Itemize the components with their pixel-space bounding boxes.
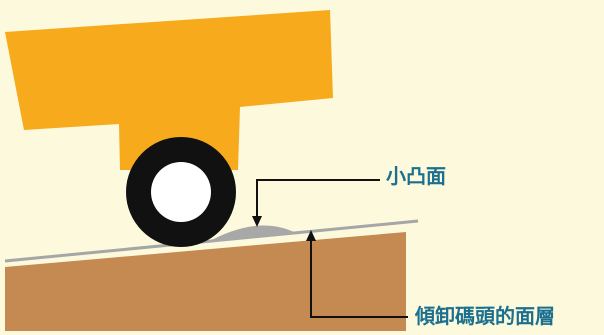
bump-label: 小凸面 <box>386 164 446 188</box>
ramp-surface-label: 傾卸碼頭的面層 <box>415 304 555 328</box>
ramp-leader-line <box>310 238 408 318</box>
wheel-hub <box>151 162 211 222</box>
bump-leader-line <box>256 179 380 219</box>
ramp-arrowhead <box>306 230 316 241</box>
bump-shape <box>206 225 296 243</box>
truck-body <box>5 10 333 170</box>
bump-arrowhead <box>252 216 262 227</box>
ramp-surface-body <box>5 232 406 331</box>
